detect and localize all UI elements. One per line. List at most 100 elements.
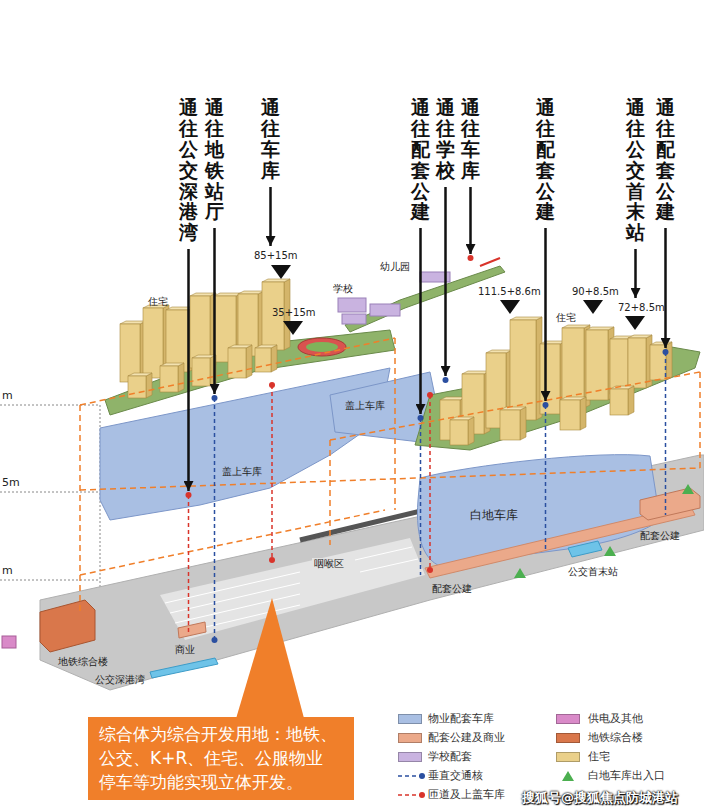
- level-label: m: [2, 389, 13, 402]
- leader-arrow: [189, 187, 666, 491]
- legend-text: 供电及其他: [588, 712, 643, 725]
- building-roof: [560, 397, 586, 400]
- watermark: 搜狐号@搜狐焦点防城港站: [522, 790, 678, 806]
- height-marker: [283, 321, 303, 335]
- residential-building: [540, 344, 560, 414]
- building-roof: [190, 293, 216, 296]
- leader-arrow: [213, 228, 216, 394]
- core-dot: [418, 415, 424, 421]
- commerce-building: [178, 622, 206, 638]
- area-label: 盖上车库: [345, 400, 385, 412]
- callout-box: 综合体为综合开发用地：地铁、 公交、K+R、住宅、公服物业 停车等功能实现立体开…: [88, 717, 354, 800]
- leader-arrow: [544, 228, 547, 401]
- building-side: [520, 407, 526, 440]
- legend-swatch: [398, 752, 422, 762]
- building-roof: [650, 342, 672, 345]
- height-label: 90+8.5m: [572, 286, 619, 298]
- area-label: 配套公建: [432, 583, 472, 595]
- building-roof: [500, 407, 526, 410]
- callout-text: 通往车库: [261, 97, 280, 181]
- building-side: [271, 345, 277, 372]
- area-label: 公交首末站: [568, 566, 618, 578]
- area-label: 盖上车库: [222, 466, 262, 478]
- residential-building: [510, 320, 536, 420]
- core-dot: [212, 349, 669, 643]
- residential-building: [610, 389, 628, 415]
- ramp-dot: [269, 557, 275, 563]
- callout-text: 通往配套公建: [656, 97, 675, 222]
- school-building: [342, 314, 366, 324]
- green-path: [345, 266, 505, 332]
- level-outline: [80, 510, 385, 575]
- height-label: 72+8.5m: [618, 302, 665, 314]
- level-outline: [330, 372, 700, 440]
- level-outline: [79, 405, 81, 615]
- ramp-dot: [427, 392, 433, 398]
- legend-sample: [562, 771, 574, 781]
- building-side: [468, 417, 474, 445]
- leader-arrow: [187, 249, 190, 491]
- leader-arrow: [469, 187, 472, 254]
- metro-building: [40, 600, 95, 652]
- entrance-mark: [514, 484, 694, 578]
- legend-text: 物业配套车库: [428, 712, 494, 725]
- core-line: [545, 405, 547, 550]
- building-roof: [128, 373, 152, 376]
- area-label: 公交深港湾: [95, 674, 145, 686]
- building-side: [628, 386, 634, 415]
- building-roof: [562, 325, 590, 328]
- height-marker: [271, 265, 291, 279]
- ramp-dot: [186, 492, 192, 498]
- building-roof: [228, 345, 252, 348]
- callout-pointer: [235, 598, 305, 722]
- area-label: 白地车库: [470, 508, 518, 522]
- leader-arrow: [419, 228, 422, 414]
- running-track: [298, 338, 346, 356]
- legend-text: 地铁综合楼: [588, 731, 643, 744]
- entrance-mark: [514, 568, 526, 578]
- leader-arrow: [634, 249, 637, 298]
- callout-text: 通往配套公建: [411, 97, 430, 222]
- leader-arrow: [444, 187, 447, 376]
- level-outline: [80, 338, 395, 405]
- legend-text: 白地车库出入口: [588, 769, 665, 782]
- level-label: 5m: [2, 476, 20, 489]
- leader-arrow: [664, 228, 667, 348]
- ramp: [480, 258, 500, 266]
- rail-line: [170, 583, 300, 613]
- legend-swatch: [556, 714, 580, 724]
- level-label: m: [2, 564, 13, 577]
- core-dot: [212, 395, 218, 401]
- building-roof: [486, 350, 512, 353]
- callout-text: 通往车库: [461, 97, 480, 181]
- building-roof: [192, 355, 216, 358]
- height-marker: [583, 300, 603, 314]
- core-line: [665, 352, 667, 515]
- building-roof: [510, 317, 542, 320]
- height-label: 111.5+8.6m: [478, 286, 541, 298]
- building-roof: [255, 345, 277, 348]
- building-roof: [160, 363, 184, 366]
- residential-building: [500, 410, 520, 440]
- legend-swatch: [398, 714, 422, 724]
- core-line: [214, 398, 216, 640]
- callout-text: 通往公交首末站: [626, 97, 645, 243]
- power-building: [2, 636, 16, 648]
- callout-text: 综合体为综合开发用地：地铁、 公交、K+R、住宅、公服物业 停车等功能实现立体开…: [99, 723, 343, 794]
- area-label: 地铁综合楼: [58, 656, 108, 668]
- height-label: 85+15m: [254, 250, 298, 262]
- legend-sample: [398, 794, 420, 796]
- core-line: [215, 352, 666, 640]
- core-dot: [663, 349, 669, 355]
- building-roof: [628, 335, 652, 338]
- building-roof: [262, 279, 290, 282]
- core-dot: [212, 637, 218, 643]
- ramp-line: [189, 385, 431, 632]
- residential-building: [628, 338, 646, 388]
- building-side: [666, 342, 672, 380]
- legend-sample: [419, 792, 425, 798]
- legend-swatch: [556, 752, 580, 762]
- area-label: 配套公建: [640, 530, 680, 542]
- residential-building: [450, 420, 468, 445]
- legend-swatch: [556, 733, 580, 743]
